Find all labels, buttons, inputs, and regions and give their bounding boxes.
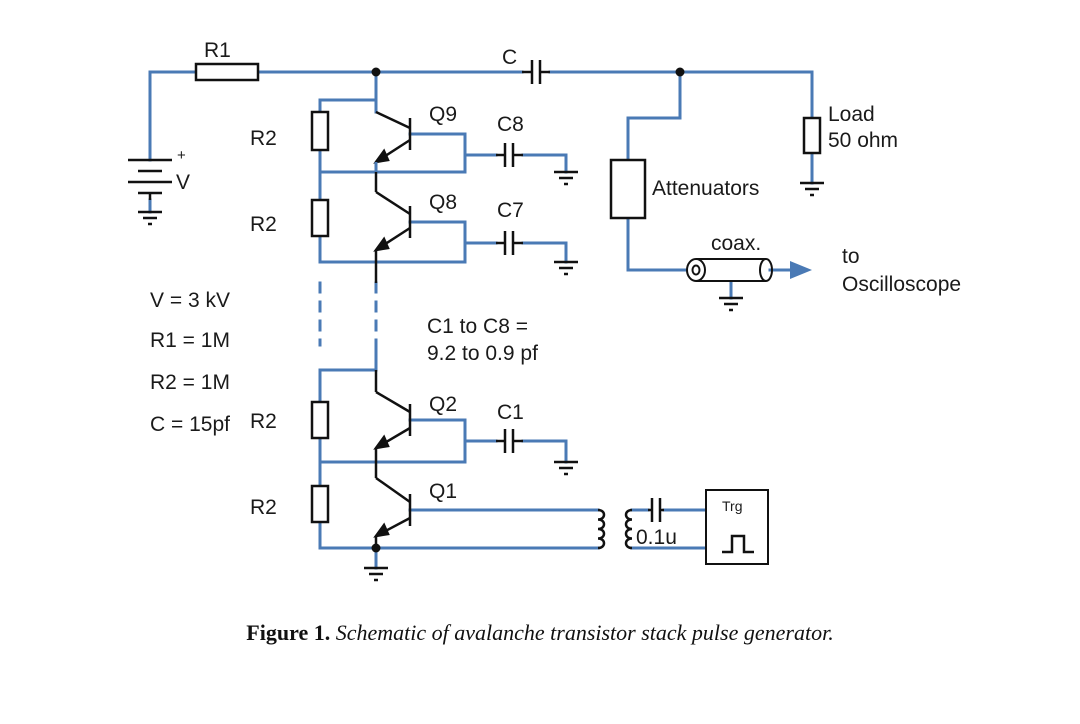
label-q2: Q2 <box>429 393 457 416</box>
attenuator-block <box>609 158 647 220</box>
junction-dots <box>371 67 685 553</box>
label-q9: Q9 <box>429 103 457 126</box>
label-r2-top: R2 <box>250 127 277 150</box>
param-r2: R2 = 1M <box>150 371 230 394</box>
capacitor-c7 <box>496 231 523 255</box>
transistor-q2 <box>373 370 412 478</box>
label-q8: Q8 <box>429 191 457 214</box>
ground-icon <box>800 181 824 197</box>
label-r2-second: R2 <box>250 213 277 236</box>
wires <box>148 70 814 570</box>
ground-icon <box>364 566 388 582</box>
label-plus: + <box>177 147 186 164</box>
capacitor-c-top <box>522 60 550 84</box>
transistor-q1 <box>373 476 412 548</box>
label-c-top: C <box>502 46 517 69</box>
resistor-r2-top <box>310 110 330 152</box>
label-trigger-cap: 0.1u <box>636 526 677 549</box>
label-load: Load <box>828 103 875 126</box>
label-cap-range-values: 9.2 to 0.9 pf <box>427 342 538 365</box>
coax-cable <box>686 258 773 282</box>
ground-icon <box>554 170 578 186</box>
figure-caption-text: Schematic of avalanche transistor stack … <box>335 620 834 645</box>
label-q1: Q1 <box>429 480 457 503</box>
capacitor-c8 <box>496 143 523 167</box>
label-to: to <box>842 245 860 268</box>
label-c7: C7 <box>497 199 524 222</box>
label-oscilloscope: Oscilloscope <box>842 273 961 296</box>
transistor-q9 <box>373 110 412 164</box>
ground-icon <box>554 460 578 476</box>
trigger-generator <box>705 489 769 565</box>
label-load-ohm: 50 ohm <box>828 129 898 152</box>
arrow-icon <box>790 261 812 279</box>
param-c: C = 15pf <box>150 413 230 436</box>
battery-icon <box>128 158 172 200</box>
label-cap-range: C1 to C8 = <box>427 315 528 338</box>
figure-label: Figure 1. <box>246 620 331 645</box>
label-c8: C8 <box>497 113 524 136</box>
label-r2-bottom: R2 <box>250 496 277 519</box>
param-r1: R1 = 1M <box>150 329 230 352</box>
label-trg: Trg <box>722 498 742 514</box>
figure-caption: Figure 1. Schematic of avalanche transis… <box>0 620 1080 646</box>
resistor-r2-third <box>310 400 330 440</box>
capacitor-trigger <box>648 498 664 522</box>
ground-icon <box>138 210 162 226</box>
label-r1: R1 <box>204 39 231 62</box>
resistor-r1 <box>194 62 260 82</box>
label-coax: coax. <box>711 232 761 255</box>
ground-icon <box>719 296 743 312</box>
capacitor-c1 <box>496 429 523 453</box>
resistor-r2-second <box>310 198 330 238</box>
resistor-r2-bottom <box>310 484 330 524</box>
param-voltage: V = 3 kV <box>150 289 230 312</box>
label-attenuators: Attenuators <box>652 177 759 200</box>
label-v: V <box>176 171 190 194</box>
label-c1: C1 <box>497 401 524 424</box>
ground-icon <box>554 260 578 276</box>
resistor-load <box>802 116 822 155</box>
label-r2-third: R2 <box>250 410 277 433</box>
transistor-q8 <box>373 172 412 283</box>
trigger-transformer <box>597 508 633 550</box>
